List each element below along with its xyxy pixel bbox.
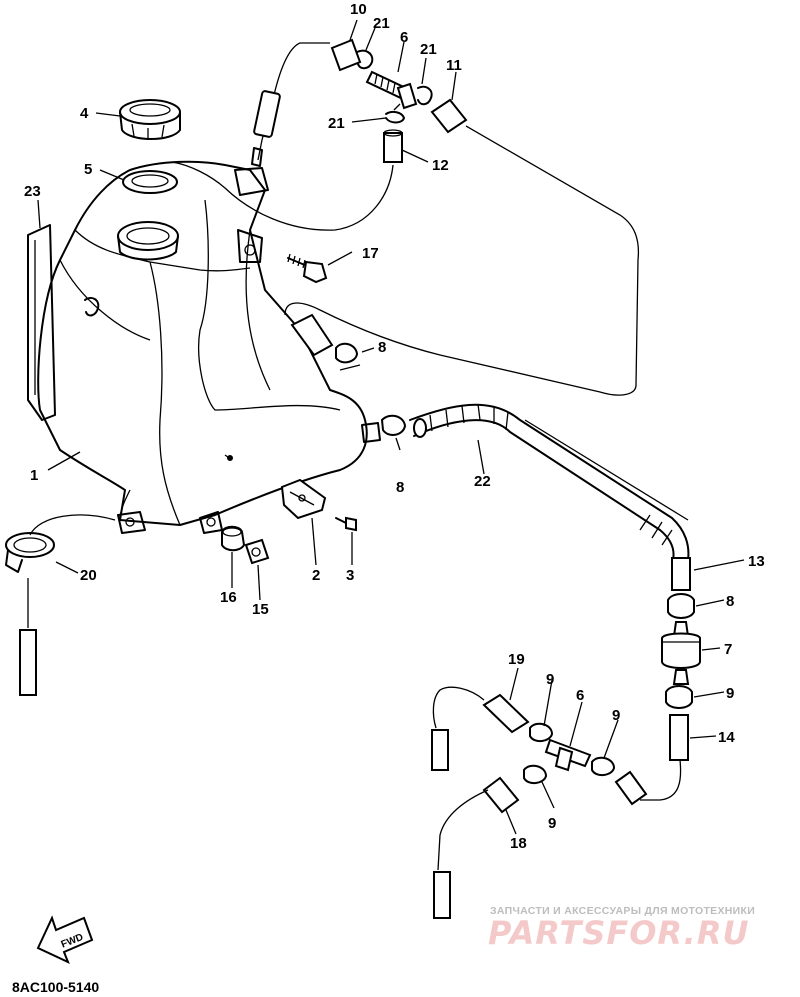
label-8-upper: 8 <box>378 339 386 356</box>
label-12: 12 <box>432 157 449 174</box>
label-3: 3 <box>346 567 354 584</box>
fuel-hose-22 <box>380 403 690 561</box>
label-2: 2 <box>312 567 320 584</box>
bolt-3 <box>335 516 357 532</box>
watermark-brand: PARTSFOR.RU <box>488 914 749 952</box>
label-5: 5 <box>84 161 92 178</box>
label-21-right: 21 <box>420 41 437 58</box>
label-13: 13 <box>748 553 765 570</box>
label-15: 15 <box>252 601 269 618</box>
fwd-arrow: FWD <box>36 915 94 964</box>
label-6-lower: 6 <box>576 687 584 704</box>
label-22: 22 <box>474 473 491 490</box>
callout-labels: 10 21 6 21 11 21 12 4 5 23 17 8 8 22 1 2… <box>24 1 765 852</box>
label-9-c: 9 <box>548 815 556 832</box>
heat-guard <box>27 224 56 421</box>
bolt-17 <box>287 253 328 284</box>
label-23: 23 <box>24 183 41 200</box>
breather-hose <box>171 38 640 396</box>
label-6-top: 6 <box>400 29 408 46</box>
label-11: 11 <box>446 57 462 74</box>
label-8-mid: 8 <box>396 479 404 496</box>
watermark: ЗАПЧАСТИ И АКСЕССУАРЫ ДЛЯ МОТОТЕХНИКИ PA… <box>488 905 755 952</box>
label-21-left: 21 <box>328 115 345 132</box>
label-17: 17 <box>362 245 379 262</box>
tank-band-20 <box>5 514 116 696</box>
leader-lines <box>37 19 745 835</box>
diagram-code: 8AC100-5140 <box>12 979 99 995</box>
label-14: 14 <box>718 729 735 746</box>
t-joint-top <box>365 70 418 111</box>
label-19: 19 <box>508 651 525 668</box>
label-8-lower: 8 <box>726 593 734 610</box>
label-20: 20 <box>80 567 97 584</box>
watermark-subtitle: ЗАПЧАСТИ И АКСЕССУАРЫ ДЛЯ МОТОТЕХНИКИ <box>490 905 755 917</box>
label-18: 18 <box>510 835 527 852</box>
label-21-top: 21 <box>373 15 390 32</box>
cap-gasket <box>122 170 178 194</box>
grommet-16 <box>221 525 246 552</box>
label-4: 4 <box>80 105 89 122</box>
label-9-filter: 9 <box>726 685 734 702</box>
label-9-b: 9 <box>612 707 620 724</box>
label-1: 1 <box>30 467 38 484</box>
label-16: 16 <box>220 589 237 606</box>
fuel-cap <box>119 99 181 140</box>
vent-hose-8 <box>290 313 361 371</box>
fuel-filter-assembly <box>640 557 701 801</box>
collar-15 <box>244 538 270 565</box>
label-7: 7 <box>724 641 732 658</box>
label-10: 10 <box>350 1 367 18</box>
label-9-a: 9 <box>546 671 554 688</box>
lower-tee-group <box>431 686 648 919</box>
fuel-tank <box>37 160 381 534</box>
bracket-2 <box>280 478 327 520</box>
